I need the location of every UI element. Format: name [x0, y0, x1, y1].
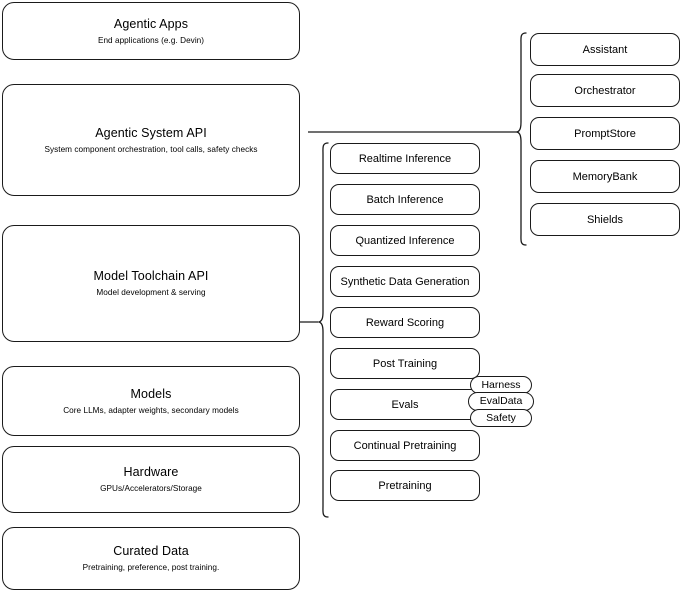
- layer-title: Models: [130, 386, 172, 401]
- layer-models[interactable]: Models Core LLMs, adapter weights, secon…: [2, 366, 300, 436]
- evals-tag-safety[interactable]: Safety: [470, 409, 532, 427]
- layer-agentic-system-api[interactable]: Agentic System API System component orch…: [2, 84, 300, 196]
- toolchain-item-synthetic-data-generation[interactable]: Synthetic Data Generation: [330, 266, 480, 297]
- toolchain-item-reward-scoring[interactable]: Reward Scoring: [330, 307, 480, 338]
- system-item-promptstore[interactable]: PromptStore: [530, 117, 680, 150]
- toolchain-item-quantized-inference[interactable]: Quantized Inference: [330, 225, 480, 256]
- layer-title: Curated Data: [113, 544, 189, 558]
- layer-curated-data[interactable]: Curated Data Pretraining, preference, po…: [2, 527, 300, 590]
- layer-hardware[interactable]: Hardware GPUs/Accelerators/Storage: [2, 446, 300, 513]
- layer-subtitle: Model development & serving: [96, 288, 206, 297]
- system-item-shields[interactable]: Shields: [530, 203, 680, 236]
- toolchain-item-post-training[interactable]: Post Training: [330, 348, 480, 379]
- layer-model-toolchain-api[interactable]: Model Toolchain API Model development & …: [2, 225, 300, 342]
- bracket-system-components: [514, 32, 527, 246]
- toolchain-item-pretraining[interactable]: Pretraining: [330, 470, 480, 501]
- layer-title: Model Toolchain API: [93, 269, 209, 283]
- toolchain-item-evals[interactable]: Evals: [330, 389, 480, 420]
- layer-subtitle: Pretraining, preference, post training.: [82, 563, 220, 572]
- layer-title: Hardware: [123, 465, 179, 479]
- layer-title: Agentic System API: [95, 125, 207, 140]
- layer-agentic-apps[interactable]: Agentic Apps End applications (e.g. Devi…: [2, 2, 300, 60]
- system-item-assistant[interactable]: Assistant: [530, 33, 680, 66]
- layer-title: Agentic Apps: [113, 16, 189, 31]
- toolchain-item-batch-inference[interactable]: Batch Inference: [330, 184, 480, 215]
- system-item-orchestrator[interactable]: Orchestrator: [530, 74, 680, 107]
- system-item-memorybank[interactable]: MemoryBank: [530, 160, 680, 193]
- bracket-toolchain-components: [316, 142, 329, 518]
- toolchain-item-realtime-inference[interactable]: Realtime Inference: [330, 143, 480, 174]
- layer-subtitle: End applications (e.g. Devin): [97, 35, 205, 45]
- layer-subtitle: GPUs/Accelerators/Storage: [100, 484, 202, 493]
- layer-subtitle: System component orchestration, tool cal…: [44, 144, 258, 154]
- layer-subtitle: Core LLMs, adapter weights, secondary mo…: [63, 405, 239, 415]
- toolchain-item-continual-pretraining[interactable]: Continual Pretraining: [330, 430, 480, 461]
